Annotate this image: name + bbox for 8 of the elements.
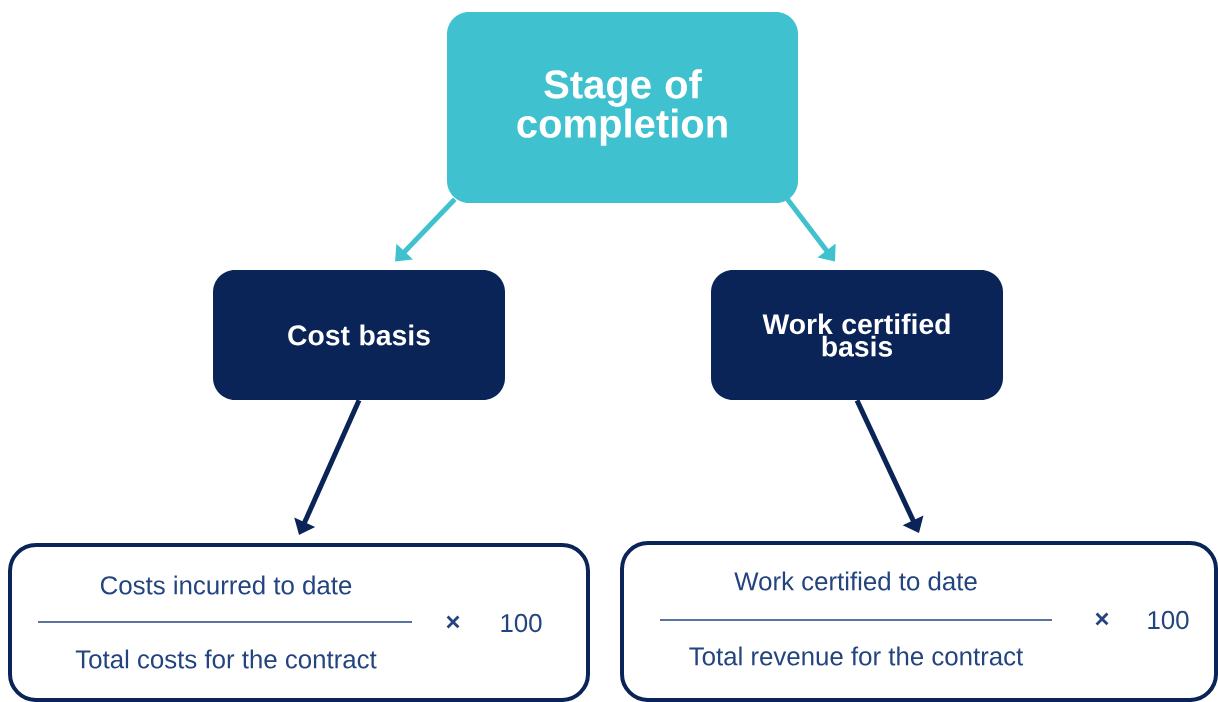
arrow xyxy=(785,197,836,262)
title-box: Stage of completion xyxy=(447,12,798,203)
arrow xyxy=(395,197,457,262)
arrow xyxy=(854,399,924,533)
process-box: Work certified basis xyxy=(711,270,1003,400)
process-box: Cost basis xyxy=(213,270,505,400)
formula-box: Work certified to date Total revenue for the contract × 100 xyxy=(620,541,1218,702)
formula-box: Costs incurred to date Total costs for the contract × 100 xyxy=(8,543,590,702)
